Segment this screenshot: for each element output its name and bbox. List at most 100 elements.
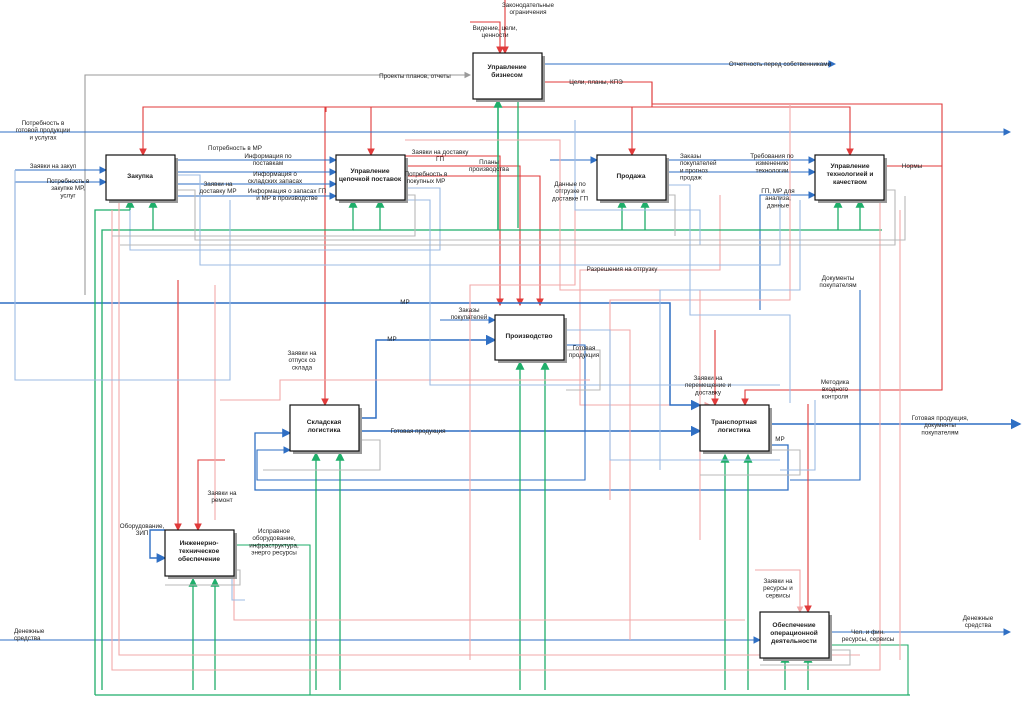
text-line: деятельности [771,638,817,645]
text-line: ограничения [510,9,547,16]
text-line: Заказы [458,307,480,314]
text-line: оборудование, [252,534,295,542]
text-line: готовой продукции [16,126,71,134]
text-line: Данные по [554,181,586,188]
mechanism-bus [94,98,910,696]
text-line: ресурсы, сервисы [842,636,895,643]
text-line: Управление [351,168,390,175]
text-line: Готовая продукция, [912,415,969,422]
text-line: услуг [60,192,76,199]
arrow-finished-goods-prod [256,344,586,481]
arrow-plans-reports [84,71,472,295]
arrow-purchase-to-scm [178,156,338,200]
text-line: МР [400,299,409,306]
text-line: покупных МР [407,178,446,185]
text-line: Заявки на [763,578,793,585]
text-line: продаж [680,175,702,182]
text-line: складских запасах [248,178,303,185]
text-line: средства [965,622,992,629]
text-line: Денежные [14,628,45,635]
text-line: Потребность в [22,119,65,127]
text-line: Управление [488,64,527,71]
text-line: Производство [505,333,552,340]
text-line: ЗИП [136,530,149,537]
text-line: Готовая [573,345,596,352]
text-line: Обеспечение [772,621,815,629]
arrow-resource-requests [755,569,804,614]
label-owners-reporting: Отчетность перед собственниками [729,60,832,68]
text-line: закупке МР, [51,185,85,192]
text-line: Законодательные [502,2,555,9]
text-line: изменению [756,160,789,167]
text-line: средства [14,635,41,642]
block-production-title: Производство [505,333,552,340]
arrow-mr-to-production [360,334,497,419]
text-line: логистика [308,427,341,434]
text-line: Готовая продукция [391,428,446,435]
label-goals-plans-kpi: Цели, планы, КПЭ [569,79,623,86]
text-line: Транспортная [711,419,757,426]
text-line: технологии [756,167,789,174]
feedback-loops-gray [112,189,906,666]
label-finished-goods-warehouse: Готовая продукция [391,428,446,435]
label-norms: Нормы [902,163,923,170]
text-line: Закупка [127,173,153,180]
text-line: покупателей [451,313,488,321]
arrow-gp-mr-analysis [759,191,817,310]
text-line: Информация о [253,171,297,178]
text-line: Цели, планы, КПЭ [569,79,623,86]
block-production[interactable]: Производство [494,314,567,363]
arrow-scm-outputs [405,155,544,307]
text-line: Управление [831,163,870,170]
text-line: Видение, цели, [473,25,518,32]
text-line: Потребность в МР [208,144,262,152]
text-line: контроля [822,393,849,400]
block-purchase[interactable]: Закупка [105,154,178,203]
text-line: данные [767,202,790,209]
arrow-customer-docs [790,290,861,481]
arrow-equipment [149,529,167,563]
text-line: Планы [479,159,499,166]
arrow-fin-resources [832,644,909,695]
text-line: Заказы [680,153,702,160]
text-line: сервисы [766,592,791,599]
text-line: логистика [718,427,751,434]
text-line: Оборудование, [120,522,165,530]
text-line: и прогноз [680,167,708,174]
block-purchase-title: Закупка [127,173,153,180]
text-line: техническое [179,548,220,555]
text-line: операционной [770,629,818,637]
text-line: МР [775,436,784,443]
block-sales[interactable]: Продажа [596,154,669,203]
text-line: Проекты планов, отчеты [379,73,451,80]
